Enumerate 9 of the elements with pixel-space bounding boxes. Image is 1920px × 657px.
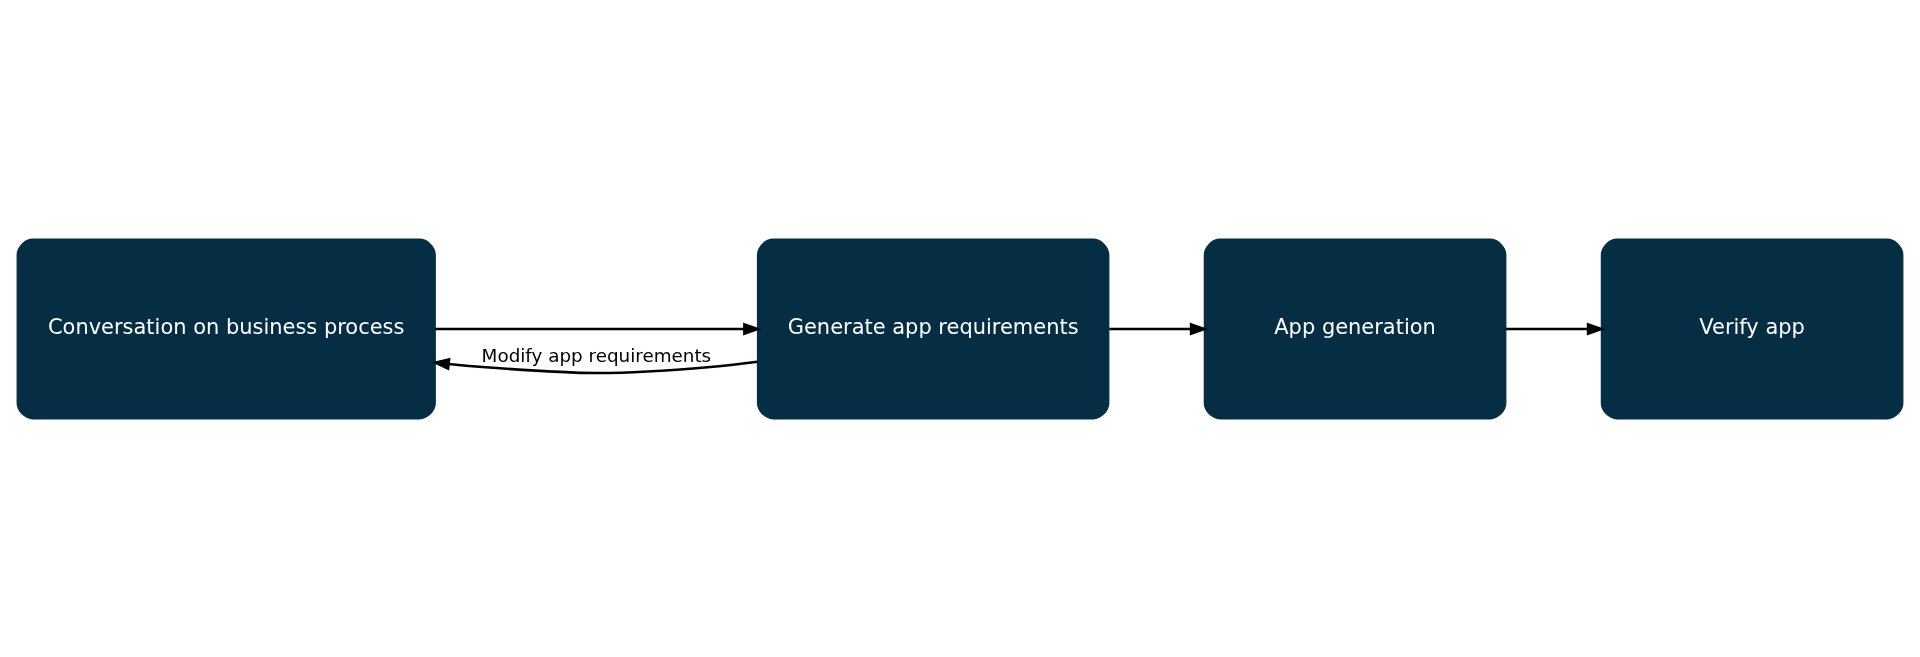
node-box: Generate app requirements: [756, 238, 1110, 419]
edge-label: Modify app requirements: [481, 344, 712, 366]
arrow: [435, 322, 762, 335]
arrow: [431, 357, 758, 374]
node-box: App generation: [1203, 238, 1507, 419]
arrow: [1109, 322, 1209, 335]
arrow: [1506, 322, 1606, 335]
node-box: Verify app: [1600, 238, 1904, 419]
node-box: Conversation on business process: [16, 238, 436, 419]
